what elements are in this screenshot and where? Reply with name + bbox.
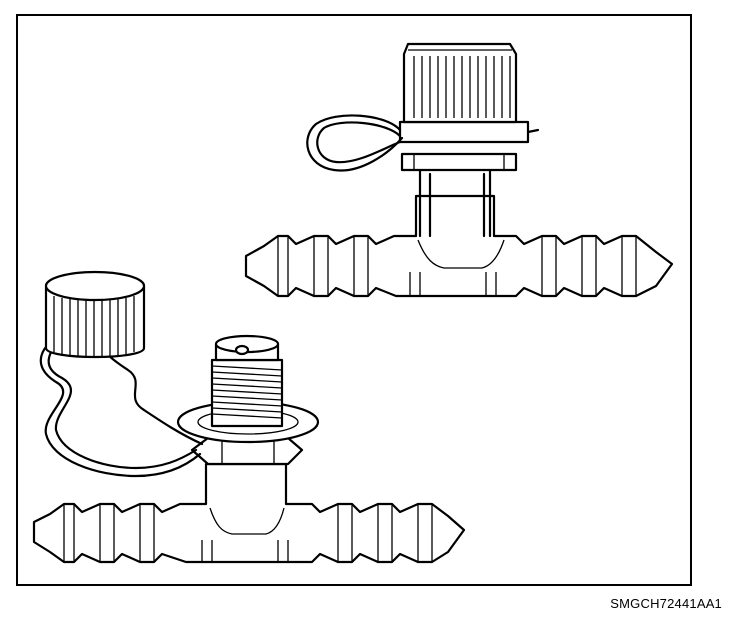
lower-cap-grip-ribs: [53, 296, 135, 356]
upper-stem: [418, 164, 492, 238]
lower-valve-core: [234, 344, 250, 356]
upper-cap-ring: [398, 120, 530, 144]
frame-border: [16, 14, 692, 586]
upper-bottom-slots: [409, 272, 497, 296]
figure-frame: .ink { fill: none; stroke: #000; stroke-…: [16, 14, 692, 586]
lower-tee-fitting: [32, 270, 466, 564]
upper-stem-channel: [417, 239, 505, 269]
lower-stem-channel: [209, 507, 285, 535]
lower-left-barbs: [63, 504, 155, 562]
lower-bottom-slots: [201, 540, 289, 562]
upper-hex-collar: [400, 152, 518, 172]
upper-fitting-body: [244, 194, 674, 298]
upper-cap-grip-ribs: [413, 56, 511, 118]
upper-tether-loop: [306, 114, 404, 172]
lower-fitting-body: [32, 462, 466, 564]
lower-thread-lines: [211, 365, 283, 419]
diagram-canvas: .ink { fill: none; stroke: #000; stroke-…: [16, 14, 692, 586]
upper-cap: [402, 42, 518, 124]
upper-right-barbs: [541, 236, 637, 296]
figure-code: SMGCH72441AA1: [610, 596, 722, 611]
lower-right-barbs: [337, 504, 433, 562]
upper-left-barbs: [277, 236, 369, 296]
upper-tee-fitting: [244, 42, 674, 298]
